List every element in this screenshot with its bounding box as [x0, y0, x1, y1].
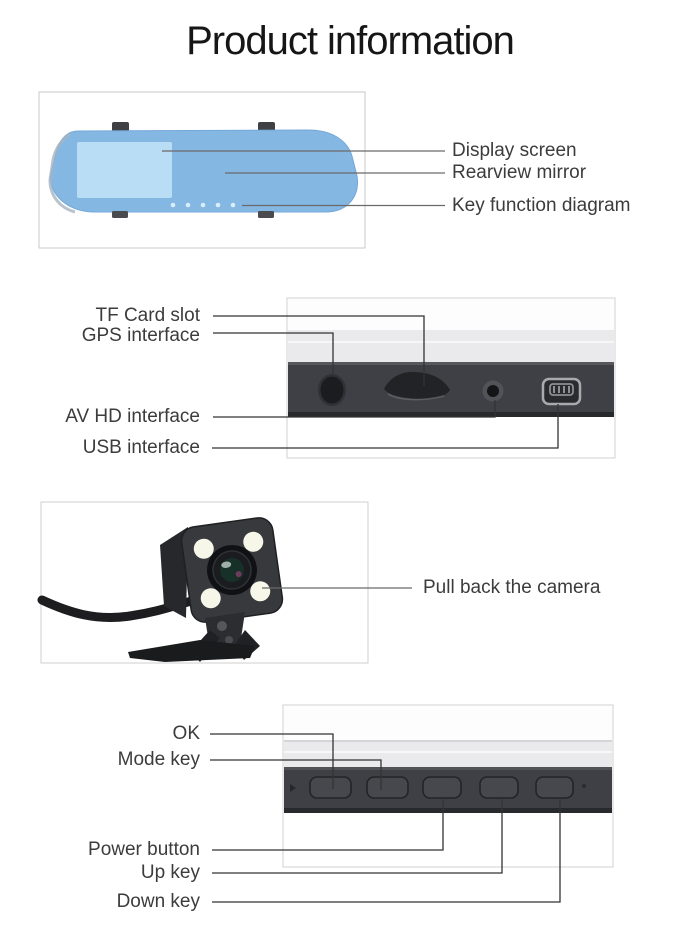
key-buttons — [309, 776, 574, 799]
ports-gray-seam — [288, 341, 614, 343]
camera-illustration — [37, 501, 412, 664]
leader-av-hd — [213, 400, 496, 418]
leader-mode-key — [210, 759, 382, 790]
mirror-tab-left — [112, 211, 128, 218]
mirror-clip-right — [258, 122, 275, 132]
label-down-key: Down key — [116, 891, 200, 912]
label-rearview-mirror: Rearview mirror — [452, 162, 587, 183]
ports-dark-band-bottom-edge — [288, 412, 614, 417]
display-screen-area — [77, 142, 172, 198]
mirror-leader-lines — [162, 150, 445, 207]
camera-side-face — [160, 527, 188, 618]
label-key-function-diagram: Key function diagram — [452, 195, 631, 216]
keys-dark-band-top-edge — [284, 767, 612, 770]
power-button — [422, 776, 462, 799]
ports-top-white-band — [288, 299, 614, 330]
label-display-screen: Display screen — [452, 140, 577, 161]
keys-top-white-band — [284, 706, 612, 740]
gps-port — [318, 374, 346, 406]
mode-key-button — [366, 776, 409, 799]
camera-front-face — [180, 517, 284, 623]
tf-card-slot — [384, 371, 450, 401]
band-arrow-mark — [290, 784, 296, 792]
keys-gray-seam — [284, 751, 612, 753]
mirror-clip-left — [112, 122, 129, 132]
keys-leader-lines — [210, 733, 561, 903]
band-dot-mark — [582, 784, 586, 788]
keys-gray-band — [284, 740, 612, 767]
camera-lens — [207, 545, 257, 595]
label-up-key: Up key — [140, 862, 200, 883]
keys-gray-band-top-line — [284, 740, 612, 742]
label-av-hd-interface: AV HD interface — [65, 406, 200, 427]
up-key-button — [479, 776, 519, 799]
camera-led-lights — [193, 531, 271, 609]
ports-leader-lines — [212, 315, 559, 449]
av-hd-port — [482, 380, 504, 402]
leader-down-key — [212, 798, 561, 903]
leader-ok — [210, 733, 334, 789]
page-title: Product information — [186, 19, 515, 63]
leader-power-button — [212, 798, 444, 851]
camera-bracket — [128, 612, 260, 662]
label-gps-interface: GPS interface — [81, 325, 200, 346]
down-key-button — [535, 776, 574, 799]
ports-dark-band-top-edge — [288, 362, 614, 365]
mirror-tab-right — [258, 211, 274, 218]
mirror-illustration — [38, 91, 445, 249]
label-mode-key: Mode key — [117, 749, 200, 770]
label-pull-back-camera: Pull back the camera — [423, 577, 601, 598]
mirror-edge-highlight — [48, 132, 76, 214]
key-indicator-dots — [170, 202, 236, 208]
usb-port — [541, 377, 582, 406]
label-tf-card-slot: TF Card slot — [95, 305, 200, 326]
keys-illustration — [210, 704, 614, 903]
keys-dark-band-bottom-edge — [284, 808, 612, 813]
leader-tf-card — [213, 315, 425, 386]
label-ok: OK — [172, 723, 200, 744]
ports-gray-band — [288, 330, 614, 363]
ok-button — [309, 776, 352, 799]
leader-gps — [213, 332, 334, 377]
leader-usb — [212, 404, 559, 449]
ports-illustration — [212, 297, 616, 459]
label-usb-interface: USB interface — [82, 437, 200, 458]
leader-up-key — [212, 798, 503, 874]
label-power-button: Power button — [88, 839, 200, 860]
